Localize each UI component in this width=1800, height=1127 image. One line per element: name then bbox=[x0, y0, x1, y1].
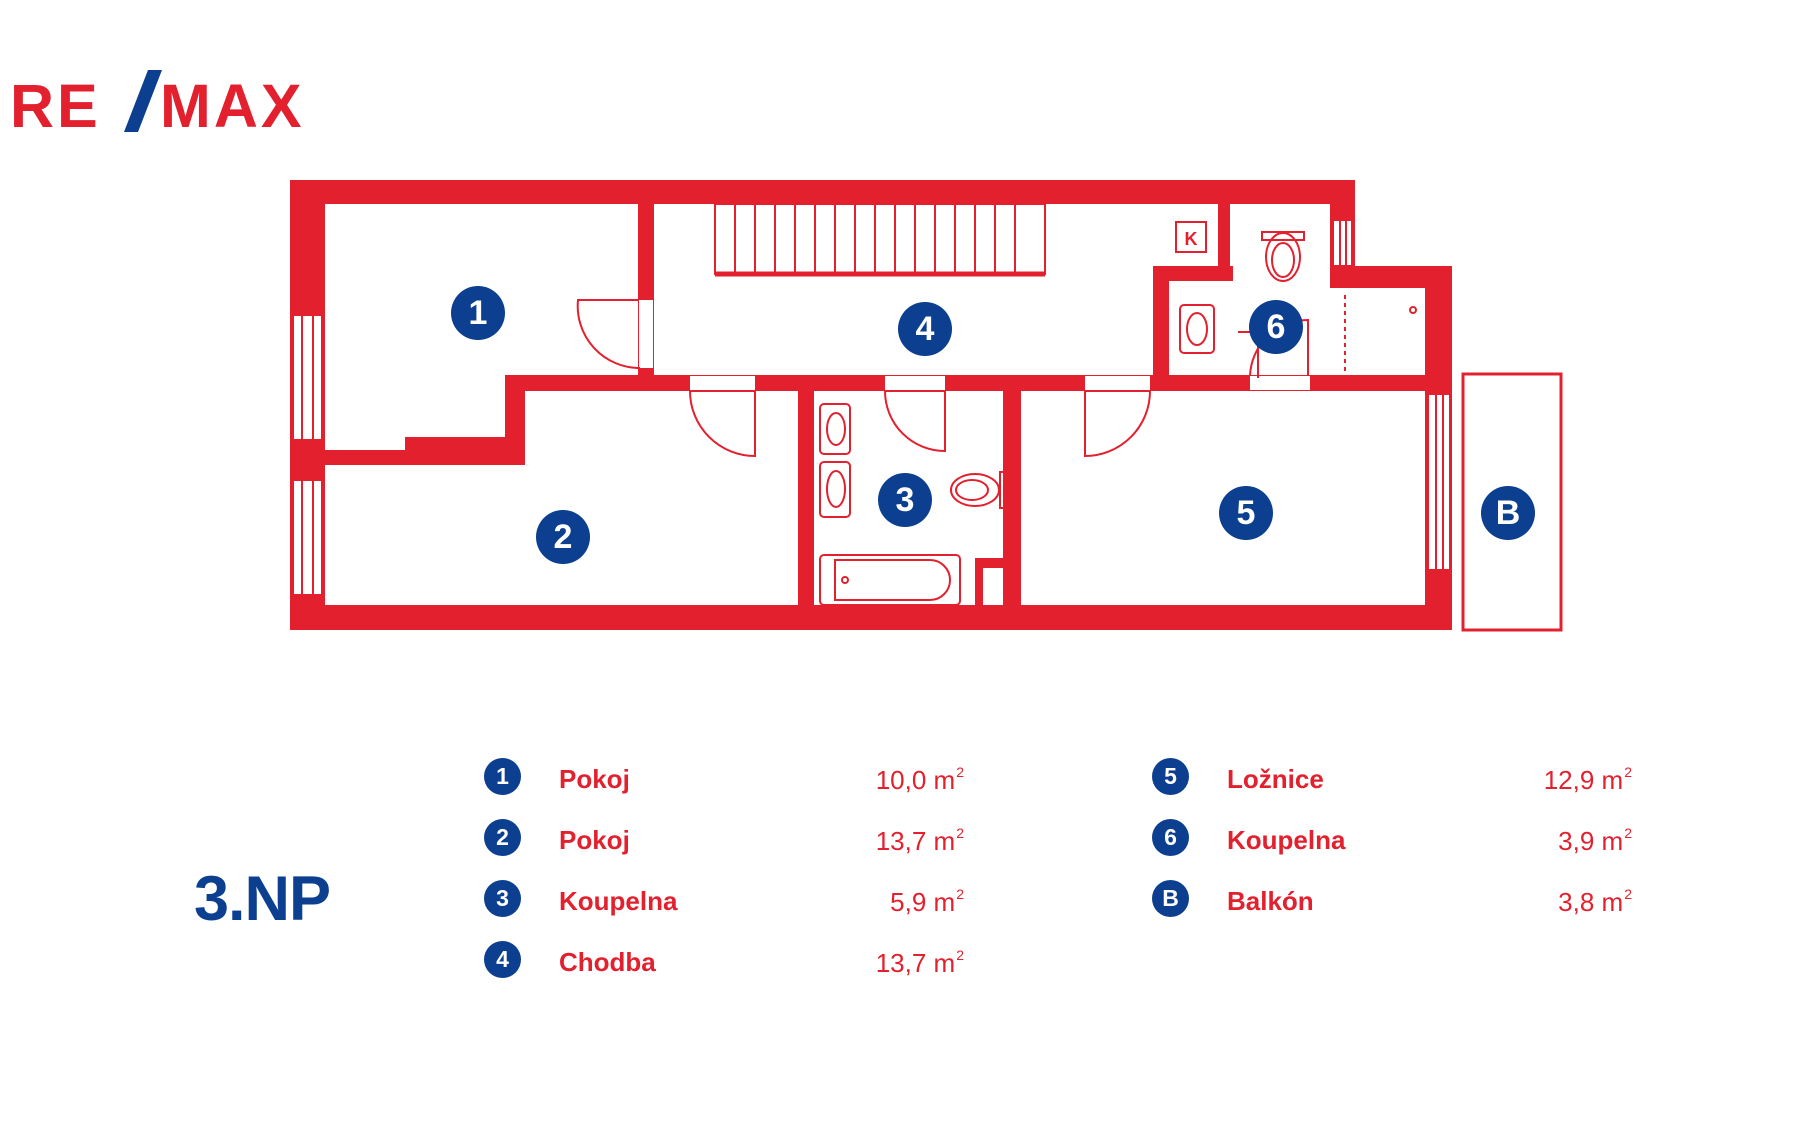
legend-room-name: Balkón bbox=[1227, 886, 1314, 916]
legend-room-area: 12,9 m2 bbox=[1543, 764, 1632, 795]
legend-room-area: 3,8 m2 bbox=[1558, 886, 1632, 917]
room-badge-4: 4 bbox=[898, 302, 952, 356]
kitchen-mark: K bbox=[1185, 229, 1198, 249]
legend-badge: 5 bbox=[1152, 758, 1189, 795]
svg-text:2: 2 bbox=[554, 518, 573, 556]
walls bbox=[290, 180, 1452, 630]
legend-room-area: 13,7 m2 bbox=[875, 947, 964, 978]
room-badge-3: 3 bbox=[878, 473, 932, 527]
legend-badge: B bbox=[1152, 880, 1189, 917]
legend-badge: 4 bbox=[484, 941, 521, 978]
legend-row: 4 Chodba 13,7 m2 bbox=[484, 941, 964, 1002]
svg-text:3: 3 bbox=[896, 481, 915, 519]
legend-badge: 3 bbox=[484, 880, 521, 917]
legend-row: 1 Pokoj 10,0 m2 bbox=[484, 758, 964, 819]
legend-room-area: 10,0 m2 bbox=[875, 764, 964, 795]
doors bbox=[576, 299, 1310, 458]
legend-row: B Balkón 3,8 m2 bbox=[1152, 880, 1632, 941]
kitchen-box bbox=[1175, 221, 1207, 253]
legend-room-name: Koupelna bbox=[559, 886, 678, 916]
legend-badge: 2 bbox=[484, 819, 521, 856]
staircase bbox=[714, 203, 1046, 277]
room-badge-2: 2 bbox=[536, 510, 590, 564]
logo-text-left: RE bbox=[10, 72, 101, 136]
floor-label: 3.NP bbox=[194, 864, 331, 934]
svg-text:B: B bbox=[1496, 494, 1521, 532]
legend-room-name: Chodba bbox=[559, 947, 656, 977]
legend-badge: 6 bbox=[1152, 819, 1189, 856]
room-badge-b: B bbox=[1481, 486, 1535, 540]
legend-row: 3 Koupelna 5,9 m2 bbox=[484, 880, 964, 941]
remax-logo: RE MAX bbox=[10, 70, 305, 136]
legend-room-name: Pokoj bbox=[559, 764, 630, 794]
legend-room-area: 13,7 m2 bbox=[875, 825, 964, 856]
balcony-outline bbox=[1461, 372, 1563, 632]
windows bbox=[292, 219, 1451, 596]
svg-text:1: 1 bbox=[469, 294, 488, 332]
fixtures bbox=[819, 231, 1417, 606]
svg-text:5: 5 bbox=[1237, 494, 1256, 532]
room-badge-5: 5 bbox=[1219, 486, 1273, 540]
legend-row: 2 Pokoj 13,7 m2 bbox=[484, 819, 964, 880]
logo-text-right: MAX bbox=[160, 72, 305, 136]
legend-row: 6 Koupelna 3,9 m2 bbox=[1152, 819, 1632, 880]
legend-left: 1 Pokoj 10,0 m2 2 Pokoj 13,7 m2 3 Koupel… bbox=[484, 758, 964, 1002]
legend-room-name: Ložnice bbox=[1227, 764, 1324, 794]
legend-right: 5 Ložnice 12,9 m2 6 Koupelna 3,9 m2 B Ba… bbox=[1152, 758, 1632, 941]
room-badge-1: 1 bbox=[451, 286, 505, 340]
room-badge-6: 6 bbox=[1249, 300, 1303, 354]
legend-room-area: 3,9 m2 bbox=[1558, 825, 1632, 856]
legend-badge: 1 bbox=[484, 758, 521, 795]
legend-room-name: Pokoj bbox=[559, 825, 630, 855]
legend-row: 5 Ložnice 12,9 m2 bbox=[1152, 758, 1632, 819]
logo-slash bbox=[124, 70, 162, 132]
legend-room-name: Koupelna bbox=[1227, 825, 1346, 855]
svg-text:4: 4 bbox=[916, 310, 935, 348]
legend-room-area: 5,9 m2 bbox=[890, 886, 964, 917]
svg-text:6: 6 bbox=[1267, 308, 1286, 346]
